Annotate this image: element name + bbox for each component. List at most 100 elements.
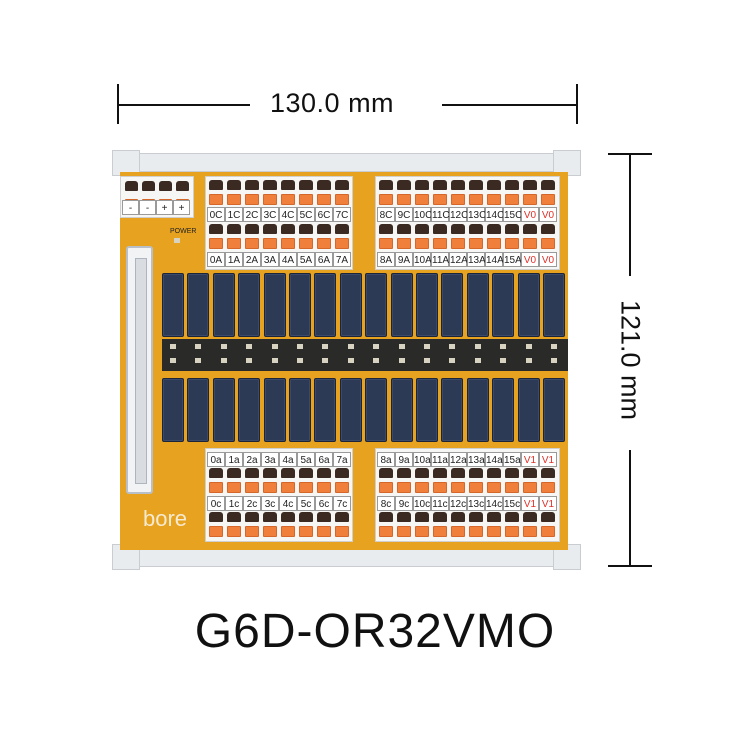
terminal-lever[interactable] bbox=[397, 194, 411, 205]
terminal-lever[interactable] bbox=[281, 526, 295, 537]
terminal-lever[interactable] bbox=[263, 194, 277, 205]
terminal-lever[interactable] bbox=[505, 482, 519, 493]
terminal-lever[interactable] bbox=[541, 526, 555, 537]
terminal-lever[interactable] bbox=[397, 482, 411, 493]
terminal-lever[interactable] bbox=[541, 238, 555, 249]
terminal-label: 1c bbox=[225, 496, 243, 511]
relay-module bbox=[314, 273, 337, 337]
terminal-lever[interactable] bbox=[227, 238, 241, 249]
dimension-line bbox=[629, 450, 631, 567]
dimension-line bbox=[442, 104, 578, 106]
terminal-lever[interactable] bbox=[317, 482, 331, 493]
terminal-label: 6A bbox=[315, 252, 333, 267]
terminal-lever[interactable] bbox=[335, 482, 349, 493]
terminal-lever[interactable] bbox=[335, 194, 349, 205]
terminal-lever[interactable] bbox=[541, 194, 555, 205]
terminal-lever[interactable] bbox=[451, 194, 465, 205]
terminal-label: 13A bbox=[467, 252, 486, 267]
terminal-lever[interactable] bbox=[505, 194, 519, 205]
terminal-lever[interactable] bbox=[379, 194, 393, 205]
terminal-label: 9C bbox=[395, 207, 413, 222]
terminal-hole bbox=[335, 512, 349, 522]
terminal-lever[interactable] bbox=[433, 482, 447, 493]
terminal-lever[interactable] bbox=[523, 238, 537, 249]
terminal-lever[interactable] bbox=[245, 238, 259, 249]
terminal-lever[interactable] bbox=[209, 194, 223, 205]
terminal-hole bbox=[317, 224, 331, 234]
terminal-label: 2A bbox=[243, 252, 261, 267]
terminal-lever[interactable] bbox=[245, 482, 259, 493]
terminal-lever[interactable] bbox=[469, 194, 483, 205]
terminal-lever[interactable] bbox=[245, 526, 259, 537]
terminal-lever[interactable] bbox=[379, 238, 393, 249]
terminal-lever[interactable] bbox=[317, 238, 331, 249]
indicator-led bbox=[500, 358, 507, 363]
terminal-lever[interactable] bbox=[487, 526, 501, 537]
terminal-lever[interactable] bbox=[299, 194, 313, 205]
indicator-led bbox=[551, 344, 557, 349]
indicator-led bbox=[525, 344, 532, 349]
terminal-lever[interactable] bbox=[245, 194, 259, 205]
terminal-lever[interactable] bbox=[397, 238, 411, 249]
terminal-lever[interactable] bbox=[335, 526, 349, 537]
indicator-led bbox=[449, 344, 456, 349]
terminal-lever[interactable] bbox=[433, 526, 447, 537]
terminal-lever[interactable] bbox=[469, 482, 483, 493]
terminal-lever[interactable] bbox=[523, 526, 537, 537]
terminal-lever[interactable] bbox=[299, 482, 313, 493]
terminal-lever[interactable] bbox=[263, 482, 277, 493]
terminal-lever[interactable] bbox=[523, 482, 537, 493]
terminal-lever[interactable] bbox=[415, 526, 429, 537]
terminal-lever[interactable] bbox=[281, 482, 295, 493]
terminal-lever[interactable] bbox=[299, 238, 313, 249]
terminal-lever[interactable] bbox=[317, 194, 331, 205]
terminal-lever[interactable] bbox=[433, 238, 447, 249]
height-dimension bbox=[608, 153, 652, 567]
terminal-lever[interactable] bbox=[263, 238, 277, 249]
terminal-lever[interactable] bbox=[227, 194, 241, 205]
terminal-lever[interactable] bbox=[451, 482, 465, 493]
terminal-lever[interactable] bbox=[397, 526, 411, 537]
terminal-lever[interactable] bbox=[505, 526, 519, 537]
terminal-lever[interactable] bbox=[415, 194, 429, 205]
terminal-lever[interactable] bbox=[487, 238, 501, 249]
relay-module bbox=[441, 378, 464, 442]
terminal-lever[interactable] bbox=[415, 238, 429, 249]
terminal-lever[interactable] bbox=[415, 482, 429, 493]
relay-module bbox=[543, 378, 565, 442]
terminal-lever[interactable] bbox=[379, 482, 393, 493]
terminal-lever[interactable] bbox=[433, 194, 447, 205]
terminal-label: 12c bbox=[449, 496, 467, 511]
terminal-lever[interactable] bbox=[335, 238, 349, 249]
terminal-lever[interactable] bbox=[487, 194, 501, 205]
idc-ribbon-connector bbox=[126, 246, 153, 494]
terminal-lever[interactable] bbox=[299, 526, 313, 537]
terminal-lever[interactable] bbox=[209, 238, 223, 249]
terminal-lever[interactable] bbox=[469, 526, 483, 537]
terminal-lever[interactable] bbox=[281, 238, 295, 249]
terminal-lever[interactable] bbox=[451, 238, 465, 249]
indicator-led bbox=[474, 344, 481, 349]
terminal-lever[interactable] bbox=[487, 482, 501, 493]
relay-module bbox=[289, 378, 311, 442]
relay-module bbox=[416, 273, 438, 337]
terminal-lever[interactable] bbox=[541, 482, 555, 493]
terminal-lever[interactable] bbox=[209, 526, 223, 537]
terminal-lever[interactable] bbox=[281, 194, 295, 205]
terminal-lever[interactable] bbox=[505, 238, 519, 249]
terminal-lever[interactable] bbox=[227, 482, 241, 493]
relay-module bbox=[162, 378, 184, 442]
top-rail bbox=[115, 153, 579, 172]
terminal-hole bbox=[299, 180, 313, 190]
terminal-lever[interactable] bbox=[317, 526, 331, 537]
terminal-lever[interactable] bbox=[451, 526, 465, 537]
terminal-lever[interactable] bbox=[263, 526, 277, 537]
terminal-lever[interactable] bbox=[523, 194, 537, 205]
terminal-hole bbox=[469, 180, 483, 190]
terminal-lever[interactable] bbox=[209, 482, 223, 493]
terminal-lever[interactable] bbox=[227, 526, 241, 537]
terminal-lever[interactable] bbox=[469, 238, 483, 249]
terminal-lever[interactable] bbox=[379, 526, 393, 537]
terminal-hole bbox=[281, 468, 295, 478]
